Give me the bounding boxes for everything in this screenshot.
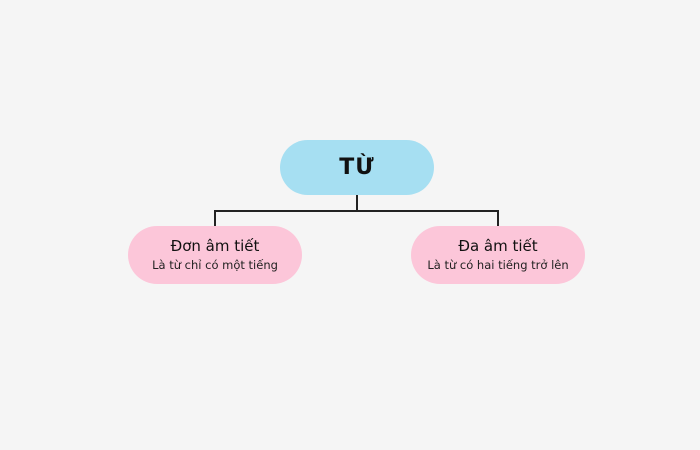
connector-right-drop	[497, 210, 499, 227]
root-node: TỪ	[280, 140, 434, 195]
child-title: Đơn âm tiết	[170, 237, 260, 255]
child-node-don-am-tiet: Đơn âm tiết Là từ chỉ có một tiếng	[128, 226, 302, 284]
child-node-da-am-tiet: Đa âm tiết Là từ có hai tiếng trở lên	[411, 226, 585, 284]
child-description: Là từ chỉ có một tiếng	[152, 258, 278, 272]
root-label: TỪ	[339, 155, 375, 180]
connector-root-stem	[356, 195, 358, 211]
child-description: Là từ có hai tiếng trở lên	[427, 258, 569, 272]
connector-horizontal	[214, 210, 499, 212]
connector-left-drop	[214, 210, 216, 227]
child-title: Đa âm tiết	[458, 237, 538, 255]
